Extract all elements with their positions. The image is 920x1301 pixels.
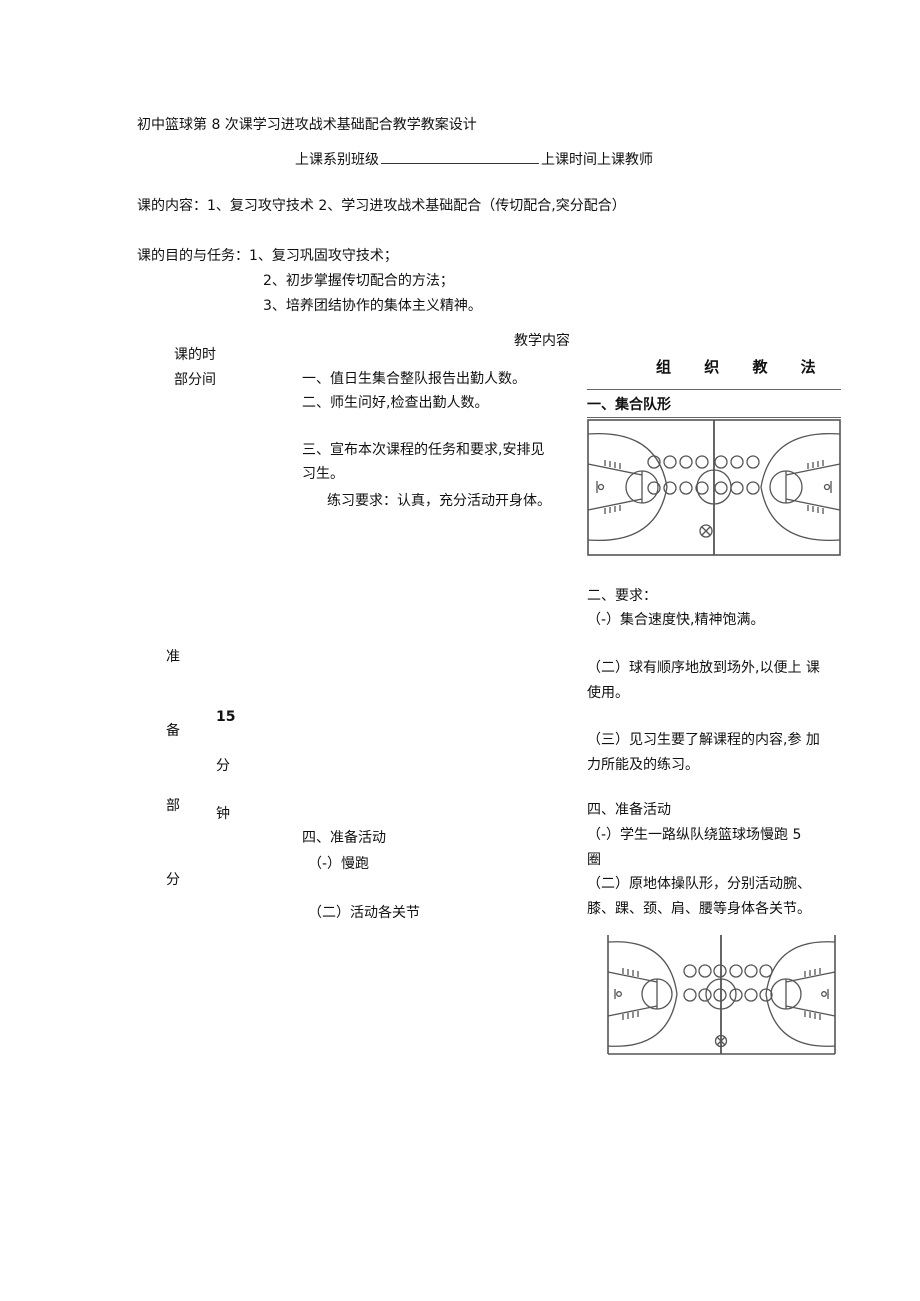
- requirement-item: （二）球有顺序地放到场外,以便上 课: [587, 660, 820, 676]
- duration-char: 分: [216, 758, 230, 774]
- basketball-court-icon: [607, 935, 836, 1055]
- warmup-item: （-）慢跑: [308, 856, 370, 872]
- objectives-label-text: 课的目的与任务：: [137, 248, 249, 264]
- meta-line: 上课系别班级 上课时间上课教师: [295, 150, 653, 169]
- part-label-char: 分: [166, 872, 180, 888]
- org-warmup-item: （二）原地体操队形，分别活动腕、: [587, 876, 811, 892]
- warmup-item: （二）活动各关节: [308, 905, 420, 921]
- header-part-time-1: 课的时: [174, 347, 216, 363]
- time-teacher-label: 上课时间上课教师: [541, 152, 653, 168]
- duration-number: 15: [216, 709, 236, 725]
- objective-item: 2、初步掌握传切配合的方法；: [263, 273, 454, 289]
- requirement-item: 使用。: [587, 685, 629, 701]
- content-item: 三、宣布本次课程的任务和要求,安排见: [302, 442, 545, 458]
- lesson-content: 课的内容：1、复习攻守技术 2、学习进攻战术基础配合（传切配合,突分配合）: [137, 198, 626, 214]
- content-item: 一、值日生集合整队报告出勤人数。: [302, 371, 526, 387]
- content-item: 二、师生问好,检查出勤人数。: [302, 395, 489, 411]
- document-title: 初中篮球第 8 次课学习进攻战术基础配合教学教案设计: [137, 117, 477, 133]
- objectives-label: 课的目的与任务：1、复习巩固攻守技术；: [137, 247, 398, 265]
- org-warmup-item: 圈: [587, 852, 601, 868]
- duration-char: 钟: [216, 806, 230, 822]
- gather-rule: [587, 417, 841, 418]
- warmup-title: 四、准备活动: [302, 830, 386, 846]
- objective-item: 3、培养团结协作的集体主义精神。: [263, 298, 482, 314]
- gather-title: 一、集合队形: [587, 397, 671, 413]
- basketball-court-icon: [587, 419, 841, 556]
- header-teaching-content: 教学内容: [514, 333, 570, 349]
- part-label-char: 部: [166, 798, 180, 814]
- org-warmup-title: 四、准备活动: [587, 802, 671, 818]
- content-item: 习生。: [302, 466, 344, 482]
- requirement-item: （-）集合速度快,精神饱满。: [587, 612, 765, 628]
- org-warmup-item: 膝、踝、颈、肩、腰等身体各关节。: [587, 901, 811, 917]
- requirement-item: 力所能及的练习。: [587, 757, 699, 773]
- requirements-title: 二、要求：: [587, 588, 657, 604]
- practice-requirement: 练习要求：认真，充分活动开身体。: [327, 493, 551, 509]
- header-rule: [587, 389, 841, 390]
- part-label-char: 准: [166, 649, 180, 665]
- org-warmup-item: （-）学生一路纵队绕篮球场慢跑 5: [587, 827, 802, 843]
- class-label: 上课系别班级: [295, 152, 379, 168]
- part-label-char: 备: [166, 723, 180, 739]
- header-organization: 组 织 教 法: [656, 358, 830, 376]
- header-part-time-2: 部分间: [174, 372, 216, 388]
- court-diagram-gathering: [587, 419, 841, 556]
- objective-item: 1、复习巩固攻守技术；: [249, 248, 398, 264]
- court-diagram-warmup: [607, 934, 836, 1055]
- requirement-item: （三）见习生要了解课程的内容,参 加: [587, 732, 820, 748]
- class-blank-field[interactable]: [381, 150, 539, 164]
